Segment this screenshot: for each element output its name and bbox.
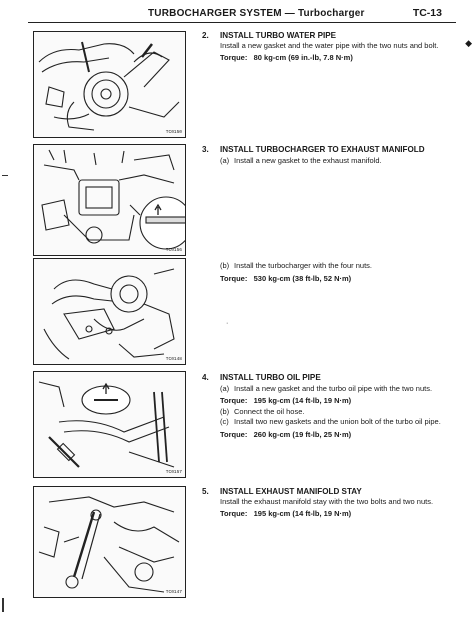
figure-code: TC0148	[165, 357, 182, 362]
manifold-stay-illustration	[38, 496, 180, 593]
substep-c: (c) Install two new gaskets and the unio…	[202, 417, 442, 427]
figure-water-pipe: TC0150	[33, 31, 186, 138]
margin-dot: ◆	[465, 38, 472, 48]
turbocharger-illustration	[43, 268, 175, 360]
oil-pipe-illustration	[38, 381, 175, 468]
figure-code: TC0150	[165, 130, 182, 135]
torque-value: 260 kg-cm (19 ft-lb, 25 N·m)	[253, 429, 352, 439]
stray-mark: ·	[226, 320, 229, 327]
step-install-turbocharger-b: (b) Install the turbocharger with the fo…	[202, 260, 442, 283]
substep-text: Install two new gaskets and the union bo…	[234, 417, 441, 427]
step-title: INSTALL TURBOCHARGER TO EXHAUST MANIFOLD	[220, 145, 425, 154]
torque-label: Torque:	[220, 273, 248, 283]
substep-tag: (b)	[220, 406, 230, 416]
margin-tick	[2, 175, 8, 176]
torque-spec: Torque: 195 kg-cm (14 ft-lb, 19 N·m)	[202, 509, 442, 519]
step-title: INSTALL EXHAUST MANIFOLD STAY	[220, 487, 362, 496]
step-number: 2.	[202, 31, 209, 40]
step-install-exhaust-manifold-stay: 5. INSTALL EXHAUST MANIFOLD STAY Install…	[202, 487, 442, 519]
margin-bar	[2, 598, 4, 612]
step-title: INSTALL TURBO WATER PIPE	[220, 31, 337, 40]
torque-value: 195 kg-cm (14 ft-lb, 19 N·m)	[253, 509, 352, 519]
torque-label: Torque:	[220, 53, 248, 63]
figure-code: TC0147	[165, 590, 182, 595]
figure-manifold-stay: TC0147	[33, 486, 186, 598]
substep-tag: (a)	[220, 383, 230, 393]
page-header: TURBOCHARGER SYSTEM — Turbocharger TC-13	[28, 6, 456, 23]
step-number: 5.	[202, 487, 209, 496]
substep-tag: (c)	[220, 417, 229, 427]
step-number: 3.	[202, 145, 209, 154]
torque-spec: Torque: 530 kg-cm (38 ft-lb, 52 N·m)	[202, 274, 442, 284]
figure-code: TC0157	[165, 470, 182, 475]
torque-value: 80 kg-cm (69 in.-lb, 7.8 N·m)	[253, 53, 353, 63]
torque-label: Torque:	[220, 429, 248, 439]
substep-b: (b) Install the turbocharger with the fo…	[202, 261, 442, 271]
step-install-turbo-oil-pipe: 4. INSTALL TURBO OIL PIPE (a) Install a …	[202, 373, 442, 440]
step-body: Install the exhaust manifold stay with t…	[220, 496, 434, 506]
torque-spec: Torque: 260 kg-cm (19 ft-lb, 25 N·m)	[202, 430, 442, 440]
torque-spec: Torque: 80 kg-cm (69 in.-lb, 7.8 N·m)	[202, 53, 442, 63]
substep-a: (a) Install a new gasket and the turbo o…	[202, 384, 442, 394]
figure-exhaust-manifold: TC0156	[33, 144, 186, 256]
step-body: Install a new gasket and the water pipe …	[220, 40, 439, 50]
step-heading: 4. INSTALL TURBO OIL PIPE	[202, 373, 442, 383]
page-title: TURBOCHARGER SYSTEM — Turbocharger	[148, 8, 365, 19]
torque-value: 195 kg-cm (14 ft-lb, 19 N·m)	[253, 396, 352, 406]
torque-label: Torque:	[220, 509, 248, 519]
torque-spec: Torque: 195 kg-cm (14 ft-lb, 19 N·m)	[202, 396, 442, 406]
step-install-turbo-water-pipe: 2. INSTALL TURBO WATER PIPE Install a ne…	[202, 31, 442, 63]
torque-label: Torque:	[220, 396, 248, 406]
figure-code: TC0156	[165, 248, 182, 253]
substep-tag: (a)	[220, 155, 230, 165]
substep-text: Install the turbocharger with the four n…	[234, 261, 372, 270]
substep-a: (a) Install a new gasket to the exhaust …	[202, 156, 442, 166]
figure-oil-pipe: TC0157	[33, 371, 186, 478]
substep-text: Connect the oil hose.	[234, 406, 305, 416]
step-number: 4.	[202, 373, 209, 382]
step-heading: 3. INSTALL TURBOCHARGER TO EXHAUST MANIF…	[202, 145, 442, 155]
water-pipe-illustration	[38, 41, 180, 131]
page-code: TC-13	[412, 7, 442, 19]
exhaust-manifold-illustration	[41, 149, 185, 250]
step-install-turbocharger: 3. INSTALL TURBOCHARGER TO EXHAUST MANIF…	[202, 145, 442, 165]
figure-turbocharger: TC0148	[33, 258, 186, 365]
step-heading: 5. INSTALL EXHAUST MANIFOLD STAY	[202, 487, 442, 497]
torque-value: 530 kg-cm (38 ft-lb, 52 N·m)	[253, 273, 352, 283]
substep-text: Install a new gasket to the exhaust mani…	[234, 155, 382, 165]
substep-b: (b) Connect the oil hose.	[202, 407, 442, 417]
substep-tag: (b)	[220, 261, 230, 270]
step-heading: 2. INSTALL TURBO WATER PIPE	[202, 31, 442, 41]
step-title: INSTALL TURBO OIL PIPE	[220, 373, 321, 382]
substep-text: Install a new gasket and the turbo oil p…	[234, 383, 433, 393]
